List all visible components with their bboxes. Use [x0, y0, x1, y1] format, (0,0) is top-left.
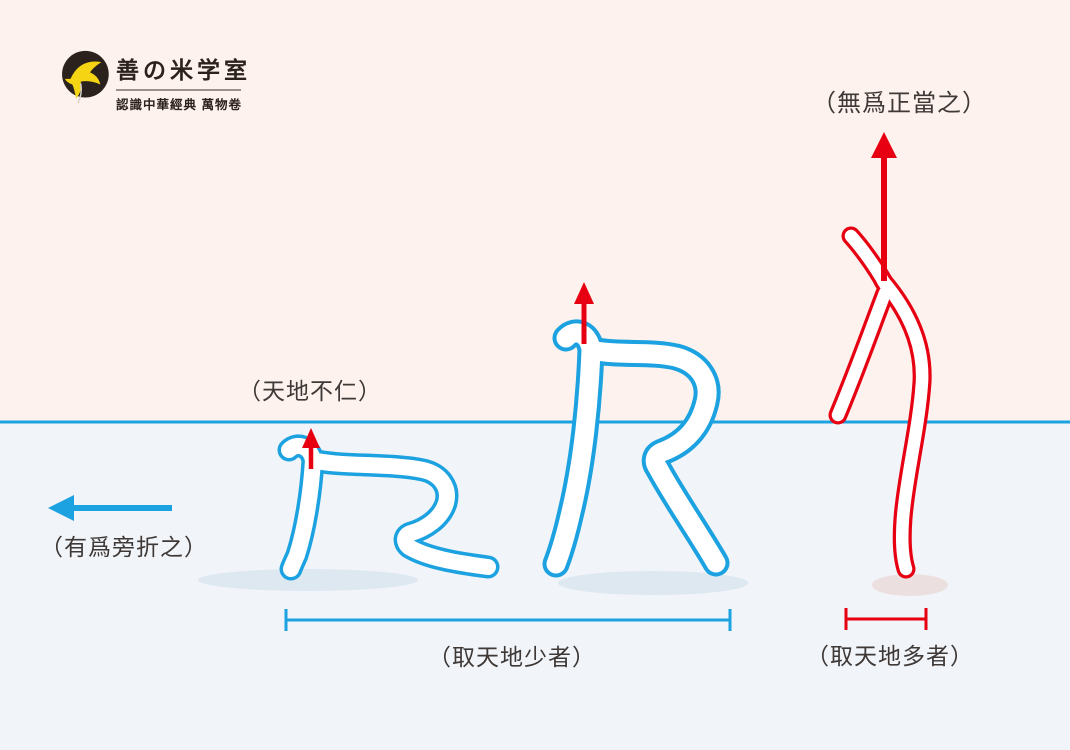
- label-youwei-bends: （有爲旁折之）: [40, 534, 208, 560]
- logo: 善の米学室 認識中華經典 萬物卷: [58, 49, 251, 113]
- glyph-red-upright-figure: [828, 226, 932, 579]
- logo-divider: [116, 89, 241, 91]
- arrow-up-large-icon: [871, 132, 897, 281]
- shadow-small-figure: [198, 569, 418, 591]
- arrow-up-small-icon: [302, 428, 320, 469]
- sky-background: [0, 0, 1070, 422]
- arrow-left-icon: [48, 495, 172, 521]
- logo-subtitle: 認識中華經典 萬物卷: [116, 98, 242, 112]
- label-wuwei-upright: （無爲正當之）: [812, 90, 987, 117]
- shadow-middle-figure: [558, 571, 748, 595]
- measure-bracket-red: [844, 608, 928, 630]
- label-take-more: （取天地多者）: [806, 643, 974, 669]
- label-take-less: （取天地少者）: [428, 644, 596, 670]
- label-heaven-earth-not-benevolent: （天地不仁）: [238, 378, 382, 404]
- swallow-bird-icon: [62, 50, 109, 104]
- arrow-up-middle-icon: [574, 282, 594, 344]
- logo-title: 善の米学室: [116, 58, 251, 83]
- glyph-middle-bent-figure: [542, 319, 730, 578]
- measure-bracket-blue: [284, 609, 732, 631]
- shadow-red-figure: [872, 574, 948, 596]
- glyph-small-bent-figure: [277, 434, 500, 581]
